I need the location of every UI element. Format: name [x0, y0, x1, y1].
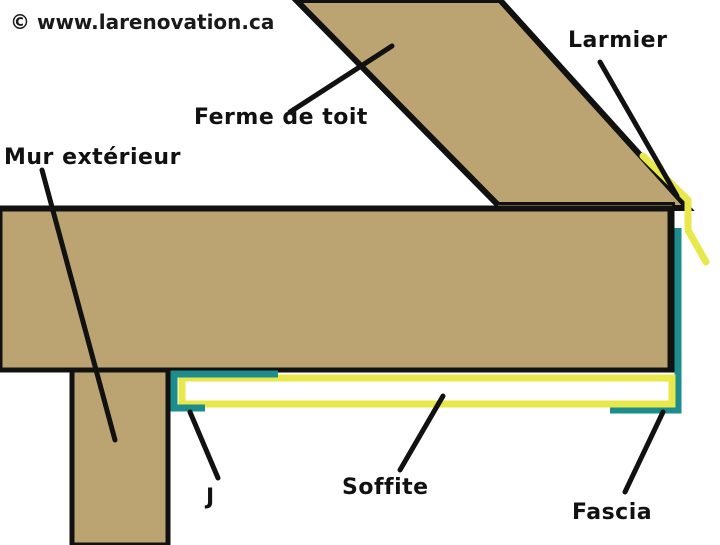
leader-line-j [187, 409, 221, 481]
label-fascia: Fascia [572, 500, 653, 525]
watermark-credit: © www.larenovation.ca [10, 10, 275, 34]
exterior-wall-stud [69, 367, 171, 545]
label-soffite: Soffite [342, 475, 429, 500]
exterior-wall-band [0, 205, 675, 373]
soffite-panel [178, 374, 676, 408]
label-mur-exterieur: Mur extérieur [4, 145, 181, 170]
leader-line-larmier [597, 59, 680, 199]
leader-line-ferme [287, 43, 395, 115]
j-channel-line [170, 370, 278, 412]
leader-line-mur [39, 167, 118, 443]
fascia-board-line [610, 228, 682, 414]
label-ferme-de-toit: Ferme de toit [194, 105, 368, 130]
label-j-channel: J [206, 485, 215, 510]
leader-line-soffite [397, 393, 446, 473]
leader-line-fascia [622, 409, 666, 495]
label-larmier: Larmier [568, 28, 668, 53]
